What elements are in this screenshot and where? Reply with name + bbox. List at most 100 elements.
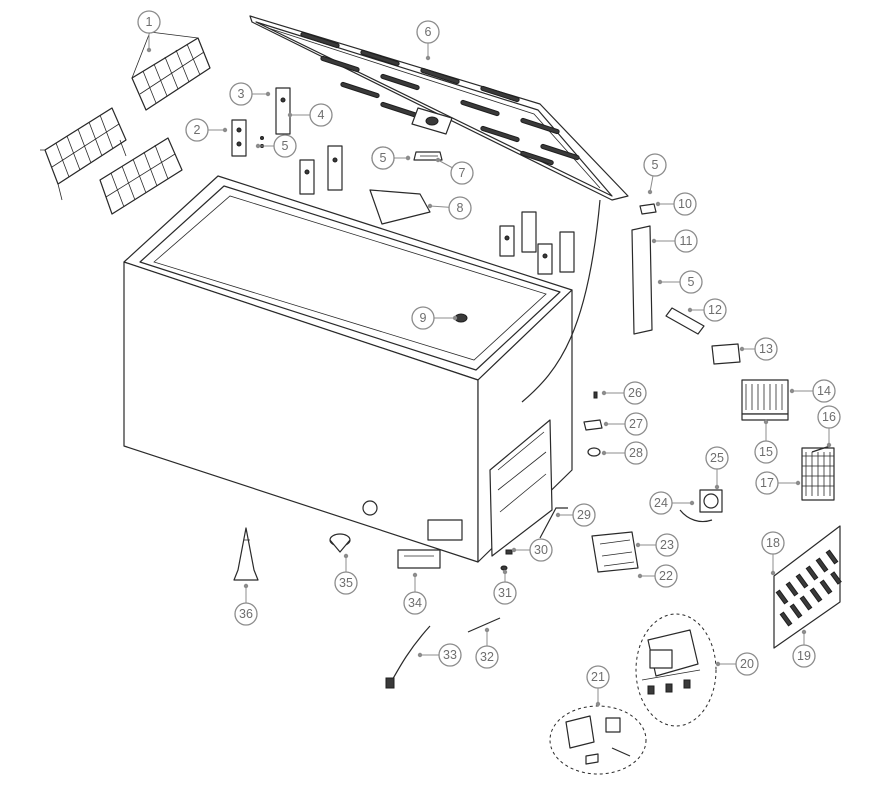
screw-30	[505, 549, 513, 555]
callout-circle	[185, 118, 209, 142]
hinge-assembly-middle	[299, 145, 343, 195]
callout-leader-dot	[287, 112, 293, 118]
lock-cap	[329, 533, 351, 553]
callout-15: 15	[754, 419, 778, 464]
callout-circle	[450, 161, 474, 185]
callout-20: 20	[715, 652, 759, 676]
callout-leader-dot	[826, 442, 832, 448]
callout-number: 17	[760, 476, 774, 490]
callout-35: 35	[334, 553, 358, 595]
callout-leader-dot	[511, 547, 517, 553]
lid-cover-part	[369, 189, 431, 225]
callout-5: 5	[255, 134, 297, 158]
freezer-cabinet	[123, 175, 601, 563]
callout-circle	[754, 440, 778, 464]
callout-leader-dot	[789, 388, 795, 394]
callout-leader-dot	[601, 450, 607, 456]
callout-16: 16	[817, 405, 841, 448]
callout-number: 20	[740, 657, 754, 671]
back-panel	[773, 525, 842, 649]
callout-8: 8	[427, 196, 472, 220]
callout-circle	[792, 644, 816, 668]
callout-5: 5	[643, 153, 667, 195]
callout-number: 4	[318, 108, 325, 122]
basket-right	[99, 137, 183, 215]
callout-circle	[411, 306, 435, 330]
connecting-wire-32	[467, 617, 501, 633]
callout-number: 11	[680, 234, 693, 248]
callout-14: 14	[789, 379, 836, 403]
callout-leader-dot	[651, 238, 657, 244]
callout-leader-dot	[715, 661, 721, 667]
callout-number: 1	[146, 15, 153, 29]
callout-number: 22	[659, 569, 673, 583]
callout-leader-dot	[603, 421, 609, 427]
condenser-pipe-clip	[639, 203, 657, 215]
callout-number: 25	[710, 451, 724, 465]
callout-circle	[229, 82, 253, 106]
callout-circle	[655, 533, 679, 557]
callout-leader-dot	[687, 307, 693, 313]
callout-22: 22	[637, 564, 678, 588]
callout-leader-dot	[484, 627, 490, 633]
callout-number: 26	[628, 386, 642, 400]
callout-number: 36	[239, 607, 253, 621]
callout-leader-dot	[601, 390, 607, 396]
callout-circle	[679, 270, 703, 294]
callout-number: 8	[457, 201, 464, 215]
callout-leader-dot	[417, 652, 423, 658]
callout-number: 21	[591, 670, 605, 684]
callout-circle	[761, 531, 785, 555]
callout-leader-dot	[265, 91, 271, 97]
callout-6: 6	[416, 20, 440, 61]
callout-number: 13	[759, 342, 773, 356]
power-cord	[385, 625, 431, 689]
callout-leader-dot	[343, 553, 349, 559]
callout-circle	[735, 652, 759, 676]
callout-number: 12	[708, 303, 722, 317]
callout-circle	[755, 471, 779, 495]
callout-34: 34	[403, 572, 427, 615]
callout-12: 12	[687, 298, 727, 322]
callout-10: 10	[655, 192, 697, 216]
callout-number: 5	[652, 158, 659, 172]
condenser-grid	[801, 447, 835, 501]
callout-number: 5	[688, 275, 695, 289]
callout-circle	[309, 103, 333, 127]
callout-circle	[674, 229, 698, 253]
starter-relay-group	[549, 705, 647, 775]
callout-leader-dot	[714, 484, 720, 490]
callout-circle	[448, 196, 472, 220]
callout-number: 23	[660, 538, 674, 552]
callout-7: 7	[435, 157, 474, 185]
fan-motor	[679, 489, 723, 523]
callout-circle	[371, 146, 395, 170]
callout-13: 13	[739, 337, 778, 361]
compressor-group	[635, 613, 717, 727]
callout-2: 2	[185, 118, 228, 142]
callout-leader-dot	[412, 572, 418, 578]
callout-29: 29	[555, 503, 596, 527]
basket-top	[131, 31, 211, 111]
callout-30: 30	[511, 538, 553, 562]
pipe-fitting-28	[587, 447, 601, 457]
callout-leader-dot	[763, 419, 769, 425]
callout-leader-dot	[635, 542, 641, 548]
callout-circle	[649, 491, 673, 515]
callout-leader-dot	[452, 315, 458, 321]
callout-number: 33	[443, 648, 457, 662]
callout-number: 15	[759, 445, 773, 459]
basket-left	[40, 107, 127, 201]
callout-circle	[643, 153, 667, 177]
callout-number: 6	[425, 25, 432, 39]
callout-number: 29	[577, 508, 591, 522]
callout-number: 32	[480, 650, 494, 664]
callout-leader-dot	[637, 573, 643, 579]
callout-circle	[673, 192, 697, 216]
callout-25: 25	[705, 446, 729, 490]
callout-number: 16	[822, 410, 836, 424]
callout-leader-dot	[689, 500, 695, 506]
callout-17: 17	[755, 471, 801, 495]
callout-21: 21	[586, 665, 610, 707]
foot-bracket	[397, 549, 441, 569]
